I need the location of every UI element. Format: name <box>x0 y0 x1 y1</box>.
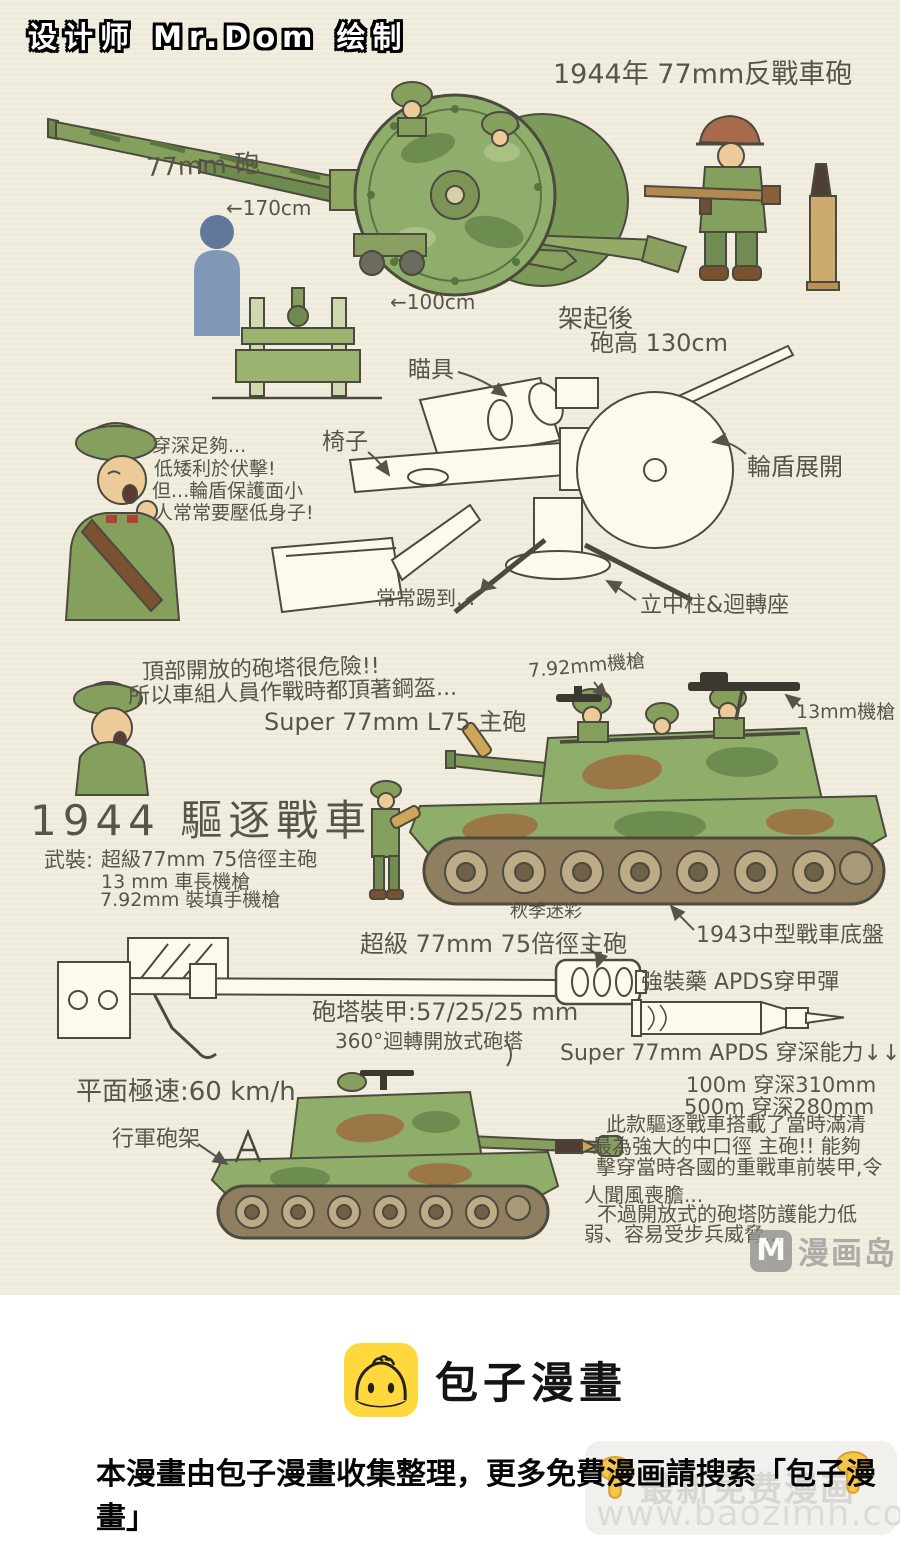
speech-line: 但...輪盾保護面小 <box>152 480 304 502</box>
label-turret-type: 360°迴轉開放式砲塔 <box>335 1029 524 1053</box>
commentary-line: 最為強大的中口徑 主砲!! 能夠 <box>592 1134 861 1158</box>
manhuadao-logo-icon: M <box>750 1229 792 1272</box>
label-main-gun: Super 77mm L75 主砲 <box>264 708 527 736</box>
commentary-line: 人聞風喪膽... <box>584 1183 704 1207</box>
commentary-line: 此款驅逐戰車搭載了當時滿清 <box>606 1112 866 1136</box>
label-kick: 常常踢到... <box>376 586 476 610</box>
baozi-logo: 包子漫畫 <box>343 1342 627 1418</box>
label-seat: 椅子 <box>322 429 368 455</box>
observer-soldier <box>73 681 150 796</box>
armament-label: 武裝: <box>44 848 94 872</box>
at-gun-illustration <box>47 81 840 297</box>
label-apds-title: 強裝藥 APDS穿甲彈 <box>641 970 840 995</box>
commentary-line: 弱、容易受步兵威脅... <box>584 1222 784 1246</box>
label-travel-mount: 行軍砲架 <box>112 1127 201 1152</box>
label-chassis: 1943中型戰車底盤 <box>696 923 884 948</box>
apds-shell <box>631 999 845 1037</box>
label-spare-gun: 超級 77mm 75倍徑主砲 <box>360 930 628 958</box>
speech-line: 人常常要壓低身子! <box>154 502 314 524</box>
label-apds-pen: Super 77mm APDS 穿深能力↓↓ <box>560 1041 900 1066</box>
commentary-line: 擊穿當時各國的重戰車前裝甲,令 <box>596 1155 883 1179</box>
manhuadao-watermark: M 漫画岛 <box>750 1228 897 1273</box>
baozimh-watermark-text: 最新免费漫画 <box>640 1470 856 1510</box>
travel-tank-illustration <box>210 1070 623 1240</box>
label-turret-armor: 砲塔裝甲:57/25/25 mm <box>312 998 579 1026</box>
label-camo: 秋季迷彩 <box>510 901 582 922</box>
label-77mm-gun: 77mm 砲 <box>145 149 260 182</box>
label-speed: 平面極速:60 km/h <box>76 1077 296 1107</box>
label-gun-height: ←100cm <box>390 290 476 314</box>
footer-disclaimer: 本漫畫由包子漫畫收集整理，更多免費漫画請搜索「包子漫畫」 <box>96 1457 876 1536</box>
label-pivot: 立中柱&迴轉座 <box>640 593 790 618</box>
armament-line: 7.92mm 裝填手機槍 <box>100 889 281 911</box>
label-raised-2: 砲高 130cm <box>590 329 729 357</box>
annotation-arrows <box>197 371 802 1166</box>
finger-down-icon <box>836 1451 870 1494</box>
spare-gun-barrel <box>57 937 647 1059</box>
label-pen-500: 500m 穿深280mm <box>684 1095 875 1119</box>
label-pen-100: 100m 穿深310mm <box>686 1073 877 1097</box>
armament-line: 超級77mm 75倍徑主砲 <box>101 847 318 871</box>
commentary-line: 不過開放式的砲塔防護能力低 <box>597 1202 857 1226</box>
finger-down-icon <box>598 1456 632 1499</box>
tank-section-title: 1944 驅逐戰車 <box>30 796 373 845</box>
speech-line: 穿深足夠... <box>152 435 247 457</box>
small-shell-doodle <box>555 1138 598 1155</box>
armament-line: 13 mm 車長機槍 <box>101 871 251 893</box>
deployed-gun-illustration <box>270 344 795 614</box>
label-shield-open: 輪盾展開 <box>747 453 843 481</box>
brand-name: 包子漫畫 <box>435 1359 627 1409</box>
tank-destroyer-illustration <box>369 672 888 906</box>
gun-front-view <box>212 287 382 400</box>
gun-section-title: 1944年 77mm反戰車砲 <box>553 59 853 90</box>
thinking-soldier <box>64 422 181 621</box>
label-sight: 瞄具 <box>408 357 454 383</box>
label-raised-1: 架起後 <box>558 304 634 333</box>
human-height-figure <box>194 215 240 336</box>
label-man-height: ←170cm <box>226 196 312 220</box>
baozimh-watermark-url: www.baozimh.com <box>596 1494 900 1534</box>
designer-credit: 设计师 Mr.Dom 绘制 <box>28 20 409 54</box>
baozi-logo-icon <box>344 1343 418 1417</box>
speech-line: 低矮利於伏擊! <box>154 458 276 480</box>
label-mg-13: 13mm機槍 <box>796 701 896 723</box>
